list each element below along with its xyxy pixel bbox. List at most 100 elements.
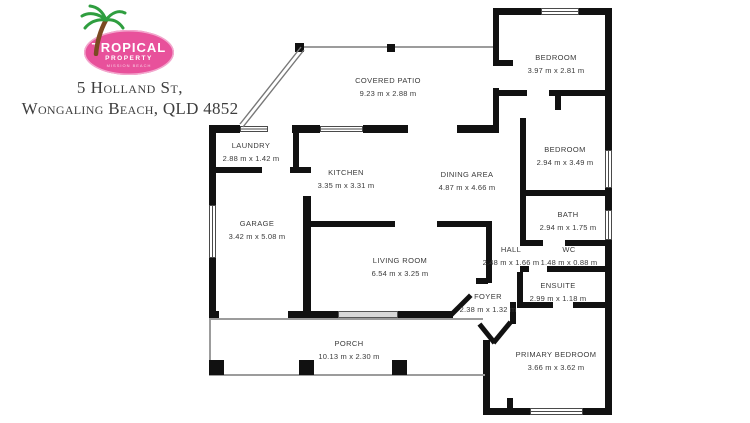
patio-post [387, 44, 395, 52]
sliding-door [338, 311, 398, 318]
property-address: 5 Holland St, Wongaling Beach, QLD 4852 [8, 78, 252, 119]
room-label-primary-bedroom: PRIMARY BEDROOM 3.66 m x 3.62 m [516, 350, 597, 372]
room-name: DINING AREA [440, 170, 494, 179]
porch-post [392, 360, 407, 375]
address-line1: 5 Holland St, [76, 78, 184, 97]
room-dims: 2.38 m x 1.32 m [459, 305, 517, 314]
window [605, 210, 612, 240]
wall [520, 266, 529, 272]
porch-edge [209, 318, 211, 375]
wall [486, 221, 492, 283]
room-dims: 2.99 m x 1.18 m [529, 294, 587, 303]
porch-edge [209, 374, 485, 376]
room-name: LAUNDRY [231, 141, 271, 150]
window [320, 126, 363, 132]
wall [209, 125, 240, 133]
window [541, 8, 579, 15]
room-name: ENSUITE [540, 281, 576, 290]
room-dims: 3.35 m x 3.31 m [317, 181, 375, 190]
room-label-ensuite: ENSUITE 2.99 m x 1.18 m [530, 281, 587, 303]
room-name: BATH [557, 210, 579, 219]
wall [493, 8, 499, 66]
wall [493, 60, 513, 66]
room-label-foyer: FOYER 2.38 m x 1.32 m [460, 292, 517, 314]
room-name: GARAGE [239, 219, 275, 228]
room-name: BEDROOM [535, 53, 577, 62]
wall [290, 167, 311, 173]
room-dims: 1.48 m x 0.88 m [540, 258, 598, 267]
patio-railing [242, 49, 305, 128]
logo-ellipse: TROPICAL PROPERTY MISSION BEACH [84, 30, 174, 75]
wall [363, 125, 408, 133]
room-label-bath: BATH 2.94 m x 1.75 m [540, 210, 597, 232]
room-name: FOYER [474, 292, 502, 301]
room-dims: 10.13 m x 2.30 m [318, 352, 380, 361]
room-name: BEDROOM [544, 145, 586, 154]
wall [483, 340, 490, 415]
wall [520, 190, 605, 196]
wall [520, 240, 543, 246]
logo-sub-text: PROPERTY [105, 55, 153, 62]
room-dims: 2.48 m x 1.66 m [482, 258, 540, 267]
room-label-bedroom-1: BEDROOM 3.97 m x 2.81 m [528, 53, 585, 75]
room-label-bedroom-2: BEDROOM 2.94 m x 3.49 m [537, 145, 594, 167]
wall [476, 278, 488, 284]
wall [303, 196, 311, 315]
wall [499, 90, 527, 96]
room-dims: 2.94 m x 1.75 m [539, 223, 597, 232]
room-name: LIVING ROOM [372, 256, 428, 265]
room-name: KITCHEN [328, 168, 364, 177]
wall [288, 311, 338, 318]
room-label-covered-patio: COVERED PATIO 9.23 m x 2.88 m [355, 76, 421, 98]
wall [549, 90, 605, 96]
wall [517, 272, 523, 308]
porch-post [209, 360, 224, 375]
wall [398, 311, 453, 318]
window [605, 150, 612, 188]
room-label-kitchen: KITCHEN 3.35 m x 3.31 m [318, 168, 375, 190]
wall [517, 302, 553, 308]
room-dims: 3.42 m x 5.08 m [228, 232, 286, 241]
room-label-hall: HALL 2.48 m x 1.66 m [483, 245, 540, 267]
room-dims: 2.94 m x 3.49 m [536, 158, 594, 167]
room-dims: 6.54 m x 3.25 m [371, 269, 429, 278]
room-dims: 9.23 m x 2.88 m [359, 89, 417, 98]
wall [292, 125, 320, 133]
patio-edge [300, 46, 493, 48]
porch-post [299, 360, 314, 375]
porch-edge [209, 318, 483, 320]
room-label-garage: GARAGE 3.42 m x 5.08 m [229, 219, 286, 241]
room-label-living-room: LIVING ROOM 6.54 m x 3.25 m [372, 256, 429, 278]
wall [493, 88, 499, 133]
room-dims: 4.87 m x 4.66 m [438, 183, 496, 192]
window [240, 126, 268, 132]
wall [547, 266, 605, 272]
wall [565, 240, 605, 246]
room-dims: 2.88 m x 1.42 m [222, 154, 280, 163]
wall [293, 127, 299, 173]
room-label-wc: WC 1.48 m x 0.88 m [541, 245, 598, 267]
address-line2: Wongaling Beach, QLD 4852 [21, 99, 239, 118]
wall [555, 96, 561, 110]
logo-brand-text: TROPICAL [91, 40, 167, 55]
wall [209, 125, 216, 205]
room-name: HALL [500, 245, 522, 254]
wall [507, 398, 513, 408]
room-name: WC [562, 245, 576, 254]
bedroom-door-leaf [491, 320, 513, 345]
wall [209, 167, 262, 173]
wall [457, 125, 493, 133]
window [209, 205, 216, 258]
wall [307, 221, 395, 227]
room-dims: 3.97 m x 2.81 m [527, 66, 585, 75]
room-label-dining-area: DINING AREA 4.87 m x 4.66 m [439, 170, 496, 192]
room-name: PORCH [334, 339, 364, 348]
wall [510, 302, 516, 324]
logo-tagline-text: MISSION BEACH [106, 63, 152, 68]
room-name: COVERED PATIO [355, 76, 421, 85]
room-label-laundry: LAUNDRY 2.88 m x 1.42 m [223, 141, 280, 163]
room-label-porch: PORCH 10.13 m x 2.30 m [318, 339, 379, 361]
room-dims: 3.66 m x 3.62 m [527, 363, 585, 372]
wall [209, 311, 219, 318]
bedroom-door-leaf [477, 322, 497, 345]
